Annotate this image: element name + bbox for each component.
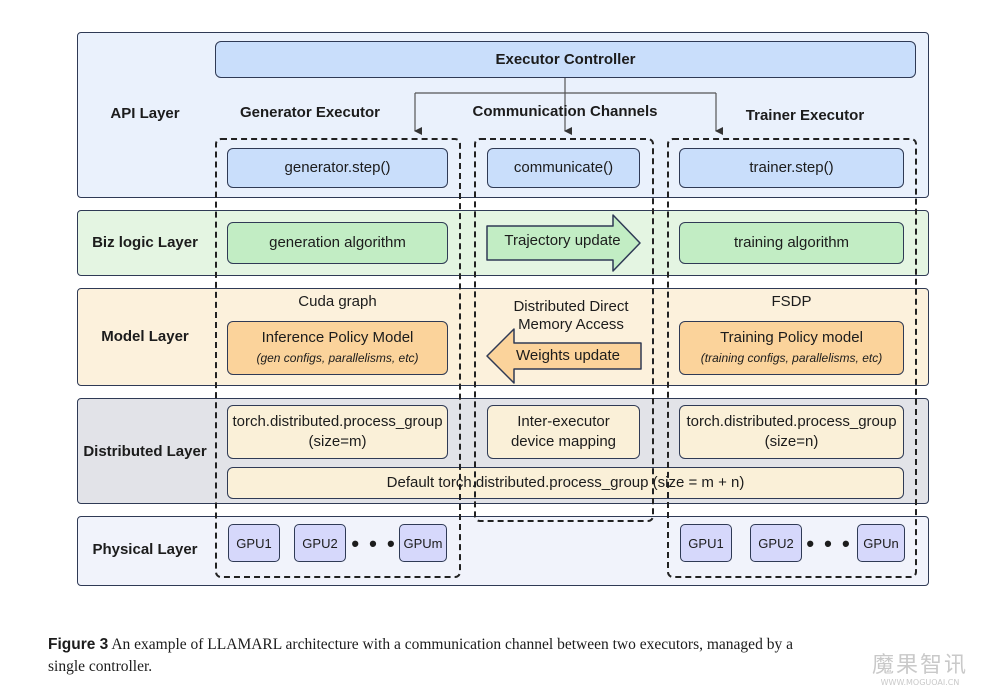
generator-gpu-1: GPU1 bbox=[228, 524, 280, 562]
generator-executor-boundary bbox=[215, 138, 461, 578]
generator-executor-header: Generator Executor bbox=[239, 104, 381, 121]
figure-caption-line2: single controller. bbox=[48, 658, 153, 675]
communicate-box: communicate() bbox=[487, 148, 640, 188]
physical-layer-label: Physical Layer bbox=[92, 541, 198, 558]
model-layer-label: Model Layer bbox=[101, 328, 189, 345]
weights-update-arrow bbox=[486, 328, 642, 384]
trajectory-update-arrow bbox=[486, 214, 641, 272]
trainer-process-group-box: torch.distributed.process_group (size=n) bbox=[679, 405, 904, 459]
executor-controller-box: Executor Controller bbox=[215, 41, 916, 78]
generation-algorithm-box: generation algorithm bbox=[227, 222, 448, 264]
inference-policy-model-sub: (gen configs, parallelisms, etc) bbox=[256, 351, 419, 365]
generation-algorithm-label: generation algorithm bbox=[269, 234, 406, 251]
generator-step-box: generator.step() bbox=[227, 148, 448, 188]
default-process-group-box: Default torch.distributed.process_group … bbox=[227, 467, 904, 499]
inter-executor-mapping-line2: device mapping bbox=[510, 433, 617, 450]
trainer-gpu-2: GPU2 bbox=[750, 524, 802, 562]
trainer-process-group-line1: torch.distributed.process_group bbox=[686, 413, 897, 430]
trainer-gpu-1: GPU1 bbox=[680, 524, 732, 562]
generator-process-group-line1: torch.distributed.process_group bbox=[232, 413, 443, 430]
executor-controller-label: Executor Controller bbox=[495, 50, 636, 68]
api-layer-label: API Layer bbox=[110, 105, 180, 122]
distributed-layer-label: Distributed Layer bbox=[83, 443, 207, 460]
trainer-process-group-line2: (size=n) bbox=[764, 433, 819, 450]
dma-label-line2: Memory Access bbox=[518, 316, 624, 333]
watermark-logo: 魔果智讯 WWW.MOGUOAI.CN bbox=[860, 654, 980, 688]
trainer-executor-boundary bbox=[667, 138, 917, 578]
cuda-graph-label: Cuda graph bbox=[298, 293, 377, 310]
trainer-executor-header: Trainer Executor bbox=[745, 107, 865, 124]
generator-step-label: generator.step() bbox=[284, 159, 391, 176]
trainer-step-box: trainer.step() bbox=[679, 148, 904, 188]
figure-caption: Figure 3 An example of LLAMARL architect… bbox=[48, 634, 968, 678]
generator-process-group-box: torch.distributed.process_group (size=m) bbox=[227, 405, 448, 459]
communicate-label: communicate() bbox=[513, 159, 614, 176]
trajectory-update-label: Trajectory update bbox=[504, 232, 621, 249]
communication-channels-header: Communication Channels bbox=[472, 103, 658, 120]
watermark-brand: 魔果智讯 bbox=[871, 653, 968, 678]
training-policy-model-sub: (training configs, parallelisms, etc) bbox=[700, 351, 883, 365]
trainer-gpu-ellipsis: • • • bbox=[806, 531, 852, 556]
generator-gpu-ellipsis: • • • bbox=[351, 531, 397, 556]
training-policy-model-title: Training Policy model bbox=[720, 329, 863, 346]
communication-channel-boundary bbox=[474, 138, 654, 522]
biz-layer-label: Biz logic Layer bbox=[92, 234, 198, 251]
inference-policy-model-title: Inference Policy Model bbox=[261, 329, 414, 346]
watermark-url: WWW.MOGUOAI.CN bbox=[880, 678, 960, 687]
trainer-step-label: trainer.step() bbox=[749, 159, 834, 176]
figure-caption-line1: An example of LLAMARL architecture with … bbox=[111, 636, 793, 653]
inter-executor-mapping-line1: Inter-executor bbox=[517, 413, 610, 430]
weights-update-label: Weights update bbox=[516, 347, 620, 364]
controller-arrows bbox=[414, 78, 723, 135]
dma-label-line1: Distributed Direct bbox=[513, 298, 629, 315]
generator-process-group-line2: (size=m) bbox=[308, 433, 367, 450]
inference-policy-model-box: Inference Policy Model (gen configs, par… bbox=[227, 321, 448, 375]
generator-gpu-m: GPUm bbox=[399, 524, 447, 562]
default-process-group-label: Default torch.distributed.process_group … bbox=[386, 474, 745, 491]
training-policy-model-box: Training Policy model (training configs,… bbox=[679, 321, 904, 375]
training-algorithm-box: training algorithm bbox=[679, 222, 904, 264]
figure-label: Figure 3 bbox=[48, 636, 109, 653]
training-algorithm-label: training algorithm bbox=[733, 234, 850, 251]
generator-gpu-2: GPU2 bbox=[294, 524, 346, 562]
trainer-gpu-n: GPUn bbox=[857, 524, 905, 562]
inter-executor-mapping-box: Inter-executor device mapping bbox=[487, 405, 640, 459]
fsdp-label: FSDP bbox=[771, 293, 812, 310]
